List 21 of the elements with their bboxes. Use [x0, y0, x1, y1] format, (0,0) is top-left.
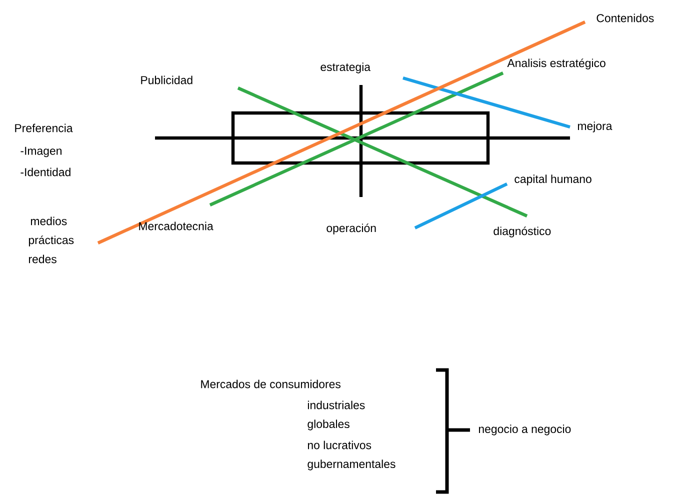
label: -Imagen [20, 146, 62, 158]
label: redes [28, 254, 56, 264]
label: medios [30, 216, 67, 226]
label: Publicidad [141, 76, 192, 84]
label: no lucrativos [308, 440, 372, 450]
label: industriales [308, 400, 365, 410]
label: Preferencia [15, 124, 73, 132]
label: operación [326, 224, 376, 234]
label: prácticas [28, 236, 74, 246]
label: capital humano [514, 174, 592, 186]
label: -Identidad [20, 168, 70, 176]
label: estrategia [320, 62, 371, 74]
label: globales [308, 420, 350, 430]
label: Contenidos [596, 14, 654, 22]
label: diagnóstico [494, 226, 551, 238]
label: mejora [578, 122, 612, 132]
label: Mercados de consumidores [201, 380, 340, 388]
label: gubernamentales [308, 460, 396, 470]
label: negocio a negocio [478, 424, 571, 436]
label: Analisis estratégico [507, 58, 606, 70]
label: Mercadotecnia [139, 222, 214, 230]
